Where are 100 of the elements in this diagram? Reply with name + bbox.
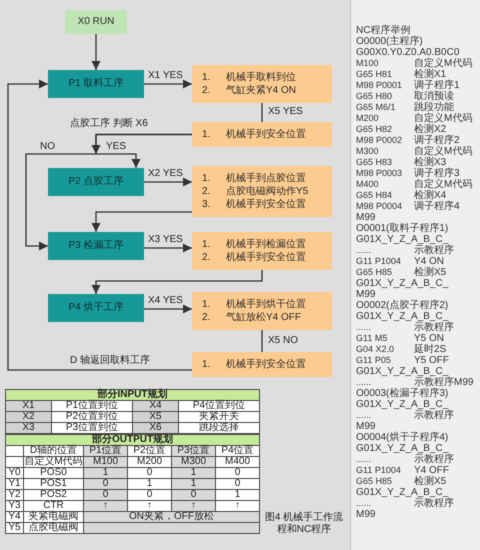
code-comment: 调子程序3 bbox=[414, 168, 460, 179]
start-box bbox=[65, 10, 127, 34]
code-line: O0003(检漏子程序3) bbox=[356, 388, 448, 399]
code-comment: 检测X5 bbox=[414, 476, 446, 487]
action-box bbox=[192, 166, 332, 217]
edge-label: X5 NO bbox=[268, 335, 298, 347]
arrow bbox=[92, 270, 263, 294]
list-number: 1. bbox=[202, 72, 210, 84]
list-number: 2. bbox=[202, 312, 210, 324]
arrow bbox=[144, 244, 192, 252]
table-cell: D轴的位置 bbox=[24, 446, 84, 456]
code-line: M99 bbox=[356, 509, 376, 520]
table-cell: Y4 bbox=[6, 512, 24, 522]
list-number: 2. bbox=[202, 84, 210, 96]
code-comment: 自定义M代码 bbox=[414, 179, 472, 190]
code-comment: 示教程序 bbox=[414, 498, 454, 509]
box-label: P1 取料工序 bbox=[68, 78, 124, 90]
table-cell: P4位置到位 bbox=[178, 400, 260, 412]
action-text: 气缸放松Y4 OFF bbox=[226, 312, 302, 324]
code-comment: 调子程序1 bbox=[414, 80, 460, 91]
code-line: G01X_Y_Z_A_B_C_ bbox=[356, 443, 448, 454]
code-line: M200 bbox=[356, 113, 379, 124]
edge-label: NO bbox=[40, 141, 55, 153]
table-cell: P1位置 bbox=[84, 446, 128, 456]
edge-label: X4 YES bbox=[148, 295, 183, 307]
table-cell: P3位置到位 bbox=[52, 422, 132, 434]
code-line: M100 bbox=[356, 58, 379, 69]
code-line: G01X_Y_Z_A_B_C_ bbox=[356, 278, 448, 289]
code-line: ...... bbox=[356, 322, 372, 333]
code-comment: 取消预读 bbox=[414, 91, 454, 102]
code-comment: 自定义M代码 bbox=[414, 58, 472, 69]
code-line: M99 bbox=[356, 212, 376, 223]
code-line: G65 H83 bbox=[356, 157, 392, 168]
connector-line bbox=[261, 330, 263, 352]
table-cell: 跳段选择 bbox=[178, 422, 260, 434]
code-line: G11 P1004 bbox=[356, 465, 401, 476]
code-comment: Y5 OFF bbox=[414, 355, 450, 366]
action-box bbox=[192, 65, 332, 103]
action-text: 机械手到安全位置 bbox=[226, 128, 306, 140]
edge-label: X1 YES bbox=[148, 70, 183, 82]
box-label: P2 点胶工序 bbox=[68, 176, 124, 188]
box-label: P3 检漏工序 bbox=[68, 240, 124, 252]
arrow bbox=[92, 211, 192, 232]
code-line: G00X0.Y0.Z0.A0.B0C0 bbox=[356, 47, 460, 58]
code-line: M98 P0004 bbox=[356, 201, 402, 212]
code-line: G01X_Y_Z_A_B_C_ bbox=[356, 311, 448, 322]
code-line: G65 H81 bbox=[356, 69, 392, 80]
code-line: M98 P0001 bbox=[356, 80, 402, 91]
edge-label: X3 YES bbox=[148, 234, 183, 246]
table-cell: X2 bbox=[6, 412, 52, 422]
code-line: G01X_Y_Z_A_B_C_ bbox=[356, 399, 448, 410]
code-line: G65 H85 bbox=[356, 267, 392, 278]
arrow bbox=[7, 80, 192, 371]
arrow bbox=[144, 304, 192, 314]
table-cell: Y3 bbox=[6, 500, 24, 512]
edge-label: X2 YES bbox=[148, 168, 183, 180]
action-box bbox=[192, 122, 332, 147]
code-line: M400 bbox=[356, 179, 379, 190]
code-comment: 示教程序 bbox=[414, 410, 454, 421]
code-line: G65 H84 bbox=[356, 190, 392, 201]
action-box bbox=[192, 352, 332, 377]
table-cell: Y0 bbox=[6, 468, 24, 478]
figure-caption: 图4 机械手工作流程和NC程序 bbox=[264, 512, 344, 536]
code-comment: 示教程序 bbox=[414, 322, 454, 333]
table-header: 部分OUTPUT规划 bbox=[6, 434, 260, 446]
edge-label: D 轴返回取料工序 bbox=[70, 355, 150, 367]
arrow bbox=[144, 178, 192, 186]
code-line: G11 P1004 bbox=[356, 256, 401, 267]
code-line: ...... bbox=[356, 498, 372, 509]
table-cell: 自定义M代码 bbox=[24, 456, 84, 468]
code-line: G11 M5 bbox=[356, 333, 388, 344]
table-cell: Y1 bbox=[6, 478, 24, 490]
action-text: 机械手到检漏位置 bbox=[226, 238, 306, 250]
action-text: 机械手到点胶位置 bbox=[226, 172, 306, 184]
code-line: M99 bbox=[356, 421, 376, 432]
edge-label: X5 YES bbox=[268, 106, 303, 118]
connector-line bbox=[261, 103, 263, 122]
arrow bbox=[25, 134, 192, 250]
code-comment: 检测X5 bbox=[414, 267, 446, 278]
code-line: O0002(点胶子程序2) bbox=[356, 300, 448, 311]
table-cell: 夹紧电磁阀 bbox=[24, 512, 84, 522]
list-number: 1. bbox=[202, 298, 210, 310]
code-line: ...... bbox=[356, 454, 372, 465]
process-box bbox=[48, 70, 144, 98]
note-text: 点胶工序 判断 X6 bbox=[70, 118, 148, 130]
action-text: 机械手到安全位置 bbox=[226, 198, 306, 210]
code-comment: 调子程序4 bbox=[414, 201, 460, 212]
list-number: 1. bbox=[202, 128, 210, 140]
code-comment: 检测X2 bbox=[414, 124, 446, 135]
table-cell: 点胶电磁阀 bbox=[24, 522, 84, 534]
action-box bbox=[192, 232, 332, 270]
code-comment: 自定义M代码 bbox=[414, 113, 472, 124]
table-cell: Y2 bbox=[6, 490, 24, 500]
code-line: G01X_Y_Z_A_B_C_ bbox=[356, 234, 448, 245]
action-text: 机械手到安全位置 bbox=[226, 252, 306, 264]
code-comment: 自定义M代码 bbox=[414, 146, 472, 157]
code-comment: Y4 OFF bbox=[414, 465, 450, 476]
table-cell: Y5 bbox=[6, 522, 24, 534]
table-cell: P2位置 bbox=[128, 446, 172, 456]
code-comment: 跳段功能 bbox=[414, 102, 454, 113]
